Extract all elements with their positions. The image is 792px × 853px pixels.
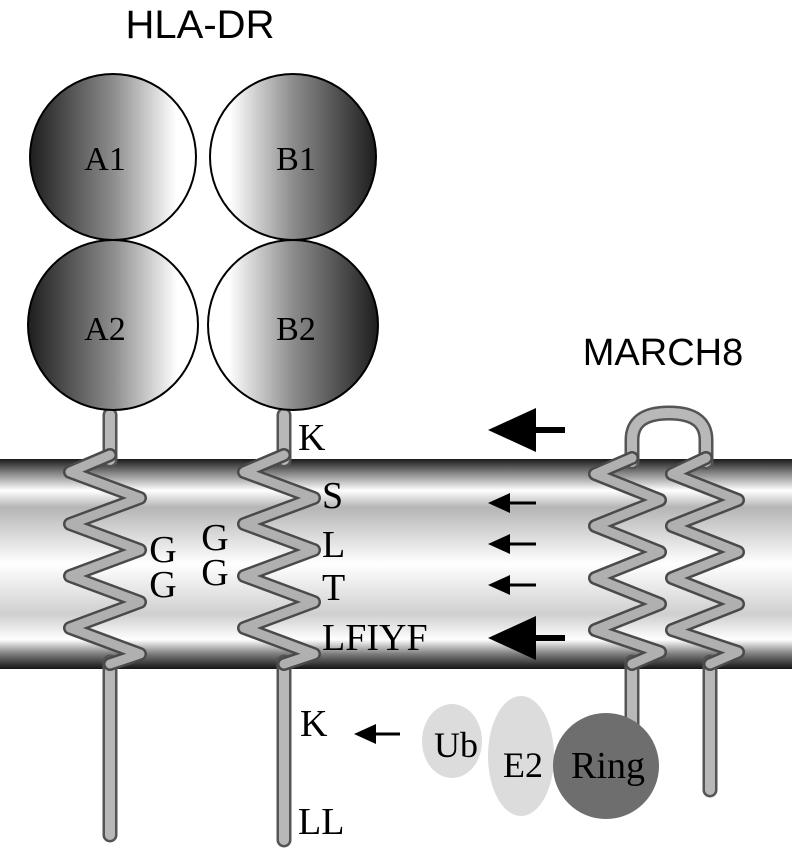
label-a2: A2 [84,311,126,348]
large-arrow-top [488,408,565,452]
hla-dr-domains [27,73,379,411]
label-b2: B2 [276,311,316,348]
residue-l: L [322,524,345,566]
residue-g-beta-2: G [201,552,228,594]
domain-a2 [27,239,199,411]
alpha-chain-helix [63,448,147,671]
ring-domain [553,713,659,819]
ub-blob [422,704,482,778]
small-arrow-k [354,724,400,744]
residue-ll: LL [298,801,344,843]
label-b1: B1 [276,141,316,178]
ring-label: Ring [571,745,645,787]
arrows [354,408,565,744]
ub-label: Ub [434,725,478,765]
hla-dr-title: HLA-DR [126,3,275,47]
small-arrow-t [488,575,536,595]
large-arrow-bottom [488,616,565,660]
residue-k-top: K [298,417,326,459]
residue-lfiyf: LFIYF [322,617,428,659]
protein-stalks [102,405,718,848]
e2-label: E2 [503,745,543,785]
residue-s: S [322,475,343,517]
march8-helix-right [665,451,745,671]
label-a1: A1 [84,141,126,178]
residue-t: T [322,567,345,609]
beta-chain-helix [237,448,321,671]
march8-title: MARCH8 [583,332,743,374]
residue-g-beta-1: G [201,517,228,559]
e2-blob [488,696,554,816]
small-arrow-s [488,493,536,513]
domain-b2 [207,239,379,411]
small-arrow-l [488,534,536,554]
residue-g-alpha-1: G [149,529,176,571]
residue-g-alpha-2: G [149,564,176,606]
march8-helix-left [588,451,667,671]
residue-k-bottom: K [300,703,328,745]
